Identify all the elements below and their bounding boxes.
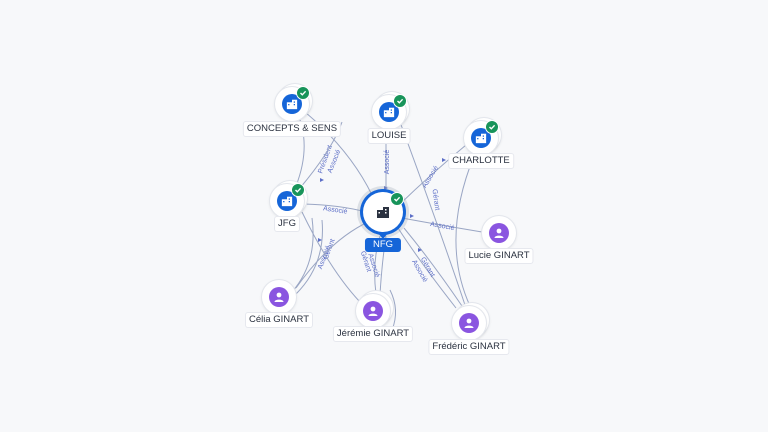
edge-label-charlotte-nfg: Associé <box>421 165 440 190</box>
company-icon <box>475 133 487 144</box>
node-louise[interactable] <box>372 92 409 129</box>
node-label-concepts-sens[interactable]: CONCEPTS & SENS <box>243 122 341 136</box>
edge-arrow-icon <box>384 186 388 190</box>
edge-celia-jfg <box>291 217 314 293</box>
edge-frederic-nfg-2 <box>403 227 463 307</box>
edge-louise-frederic <box>399 121 467 309</box>
node-lucie-ginart[interactable] <box>482 216 516 250</box>
node-label-charlotte[interactable]: CHARLOTTE <box>449 154 513 168</box>
edge-frederic-charlotte <box>455 155 475 307</box>
node-jfg[interactable] <box>270 181 307 218</box>
company-icon <box>281 196 293 207</box>
node-label-jfg[interactable]: JFG <box>275 217 299 231</box>
company-icon <box>377 207 389 218</box>
person-icon <box>494 228 504 238</box>
verified-check-icon <box>291 183 305 197</box>
verified-check-icon <box>296 86 310 100</box>
verified-check-icon <box>393 94 407 108</box>
edge-arrow-icon <box>318 238 322 242</box>
edge-jfg-concepts-2 <box>299 121 343 189</box>
edge-label-frederic-charlotte: Gérant <box>431 189 441 211</box>
edge-nfg-jeremie-arc <box>389 289 396 331</box>
person-icon <box>368 306 378 316</box>
edge-celia-nfg <box>295 221 369 289</box>
person-icon <box>464 318 474 328</box>
node-nfg[interactable] <box>357 186 409 238</box>
edge-label-lucie-nfg: Associé <box>430 221 455 232</box>
verified-check-icon <box>485 120 499 134</box>
node-label-nfg[interactable]: NFG <box>364 238 402 252</box>
node-charlotte[interactable] <box>464 118 501 155</box>
node-frederic-ginart[interactable] <box>452 303 489 340</box>
edge-arrow-icon <box>320 178 324 182</box>
edge-concepts-nfg <box>304 111 373 196</box>
edge-label-jfg-nfg: Associé <box>323 205 348 215</box>
node-label-celia-ginart[interactable]: Célia GINART <box>245 313 313 327</box>
edge-label-louise-nfg: Associé <box>384 150 391 175</box>
edge-arrow-icon <box>410 214 414 218</box>
edge-jfg-jeremie <box>301 211 361 303</box>
node-label-louise[interactable]: LOUISE <box>368 129 410 143</box>
company-icon <box>286 99 298 110</box>
node-label-jeremie-ginart[interactable]: Jérémie GINART <box>333 327 413 341</box>
center-pointer <box>377 232 389 239</box>
edge-frederic-nfg <box>397 227 457 309</box>
edge-arrow-icon <box>418 248 422 252</box>
person-icon <box>274 292 284 302</box>
edge-charlotte-nfg <box>399 144 467 205</box>
node-celia-ginart[interactable] <box>262 280 296 314</box>
company-icon <box>383 107 395 118</box>
edge-arrow-icon <box>442 158 446 162</box>
edge-lucie-nfg <box>401 217 483 233</box>
edge-jfg-nfg <box>303 203 367 213</box>
node-jeremie-ginart[interactable] <box>356 291 393 328</box>
node-label-frederic-ginart[interactable]: Frédéric GINART <box>429 340 509 354</box>
node-concepts-sens[interactable] <box>275 84 312 121</box>
verified-check-icon <box>390 192 404 206</box>
node-label-lucie-ginart[interactable]: Lucie GINART <box>465 249 533 263</box>
